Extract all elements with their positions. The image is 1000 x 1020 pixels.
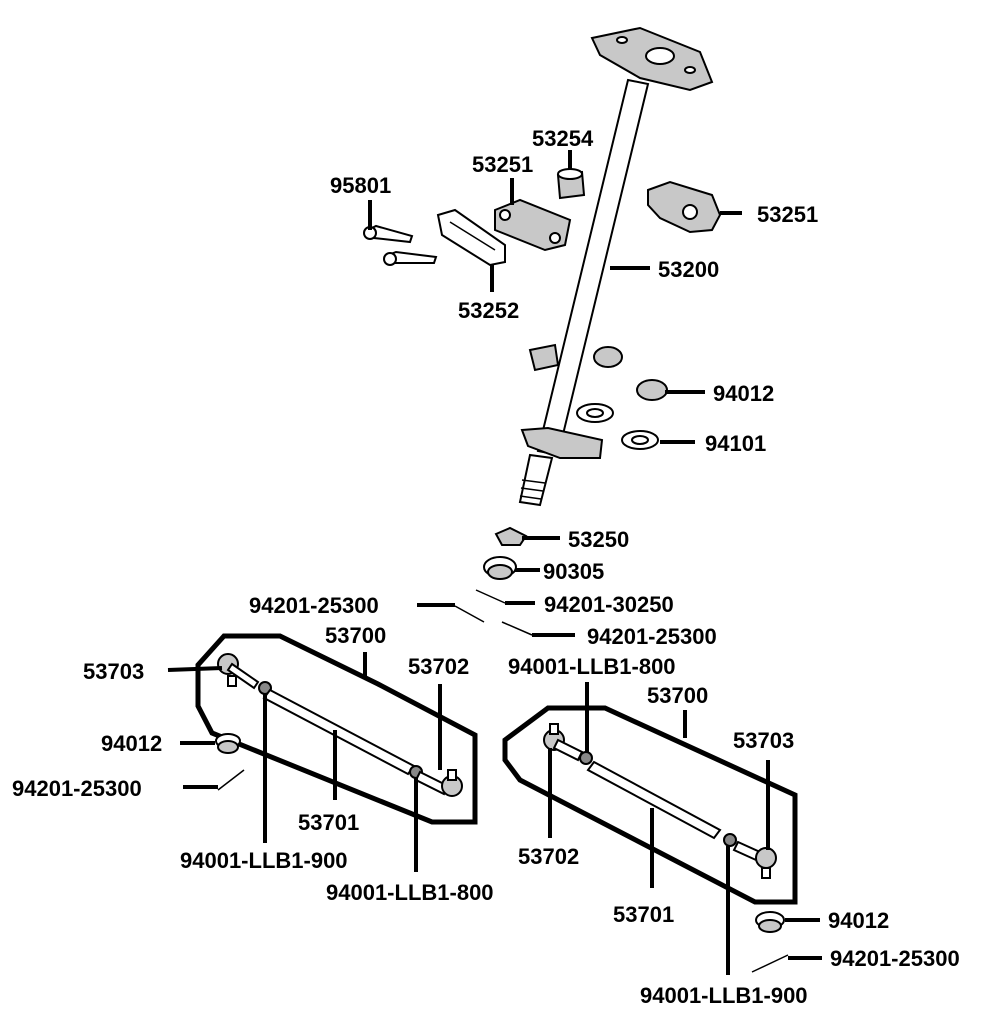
- bushing-53254: [556, 168, 586, 200]
- label-94201-30250: 94201-30250: [544, 592, 674, 617]
- label-53703-right: 53703: [733, 728, 794, 753]
- label-53701-right: 53701: [613, 902, 674, 927]
- label-94012-upper: 94012: [713, 381, 774, 406]
- cotter-pins-center: [454, 589, 533, 636]
- nut-94012-upper: [593, 346, 668, 401]
- label-94001-llb1-800-top: 94001-LLB1-800: [508, 654, 676, 679]
- nut-94012-right: [755, 911, 785, 933]
- label-94201-25300-left: 94201-25300: [12, 776, 142, 801]
- label-94001-llb1-800-bottom: 94001-LLB1-800: [326, 880, 494, 905]
- tie-rod-left: [195, 633, 478, 825]
- washers-94101: [576, 403, 659, 450]
- nut-90305: [483, 556, 517, 580]
- label-94001-llb1-900-left: 94001-LLB1-900: [180, 848, 348, 873]
- label-53200: 53200: [658, 257, 719, 282]
- leader-lines: [167, 150, 822, 975]
- cotter-pin-left: [217, 769, 245, 791]
- tie-rod-right: [502, 705, 798, 905]
- nut-94012-left: [215, 733, 241, 754]
- plate-53252: [436, 208, 506, 267]
- label-53251-right: 53251: [757, 202, 818, 227]
- label-53254: 53254: [532, 126, 594, 151]
- label-53701-left: 53701: [298, 810, 359, 835]
- label-94201-25300-right: 94201-25300: [830, 946, 960, 971]
- label-95801: 95801: [330, 173, 391, 198]
- label-53700-left: 53700: [325, 623, 386, 648]
- label-94201-25300-mid: 94201-25300: [587, 624, 717, 649]
- label-53702-left: 53702: [408, 654, 469, 679]
- steering-shaft: [518, 26, 714, 507]
- label-53250: 53250: [568, 527, 629, 552]
- label-94101: 94101: [705, 431, 766, 456]
- bolts-95801: [363, 224, 438, 266]
- label-53251-left: 53251: [472, 152, 533, 177]
- label-53702-right: 53702: [518, 844, 579, 869]
- part-53250: [494, 526, 528, 546]
- label-53252: 53252: [458, 298, 519, 323]
- label-94001-llb1-900-right: 94001-LLB1-900: [640, 983, 808, 1008]
- label-94012-right: 94012: [828, 908, 889, 933]
- label-53700-right: 53700: [647, 683, 708, 708]
- label-94012-left: 94012: [101, 731, 162, 756]
- clamp-53251-right: [647, 180, 722, 234]
- label-90305: 90305: [543, 559, 604, 584]
- label-53703-left: 53703: [83, 659, 144, 684]
- clamp-53251-left: [494, 198, 572, 252]
- label-94201-25300-top: 94201-25300: [249, 593, 379, 618]
- cotter-pin-right: [751, 954, 789, 973]
